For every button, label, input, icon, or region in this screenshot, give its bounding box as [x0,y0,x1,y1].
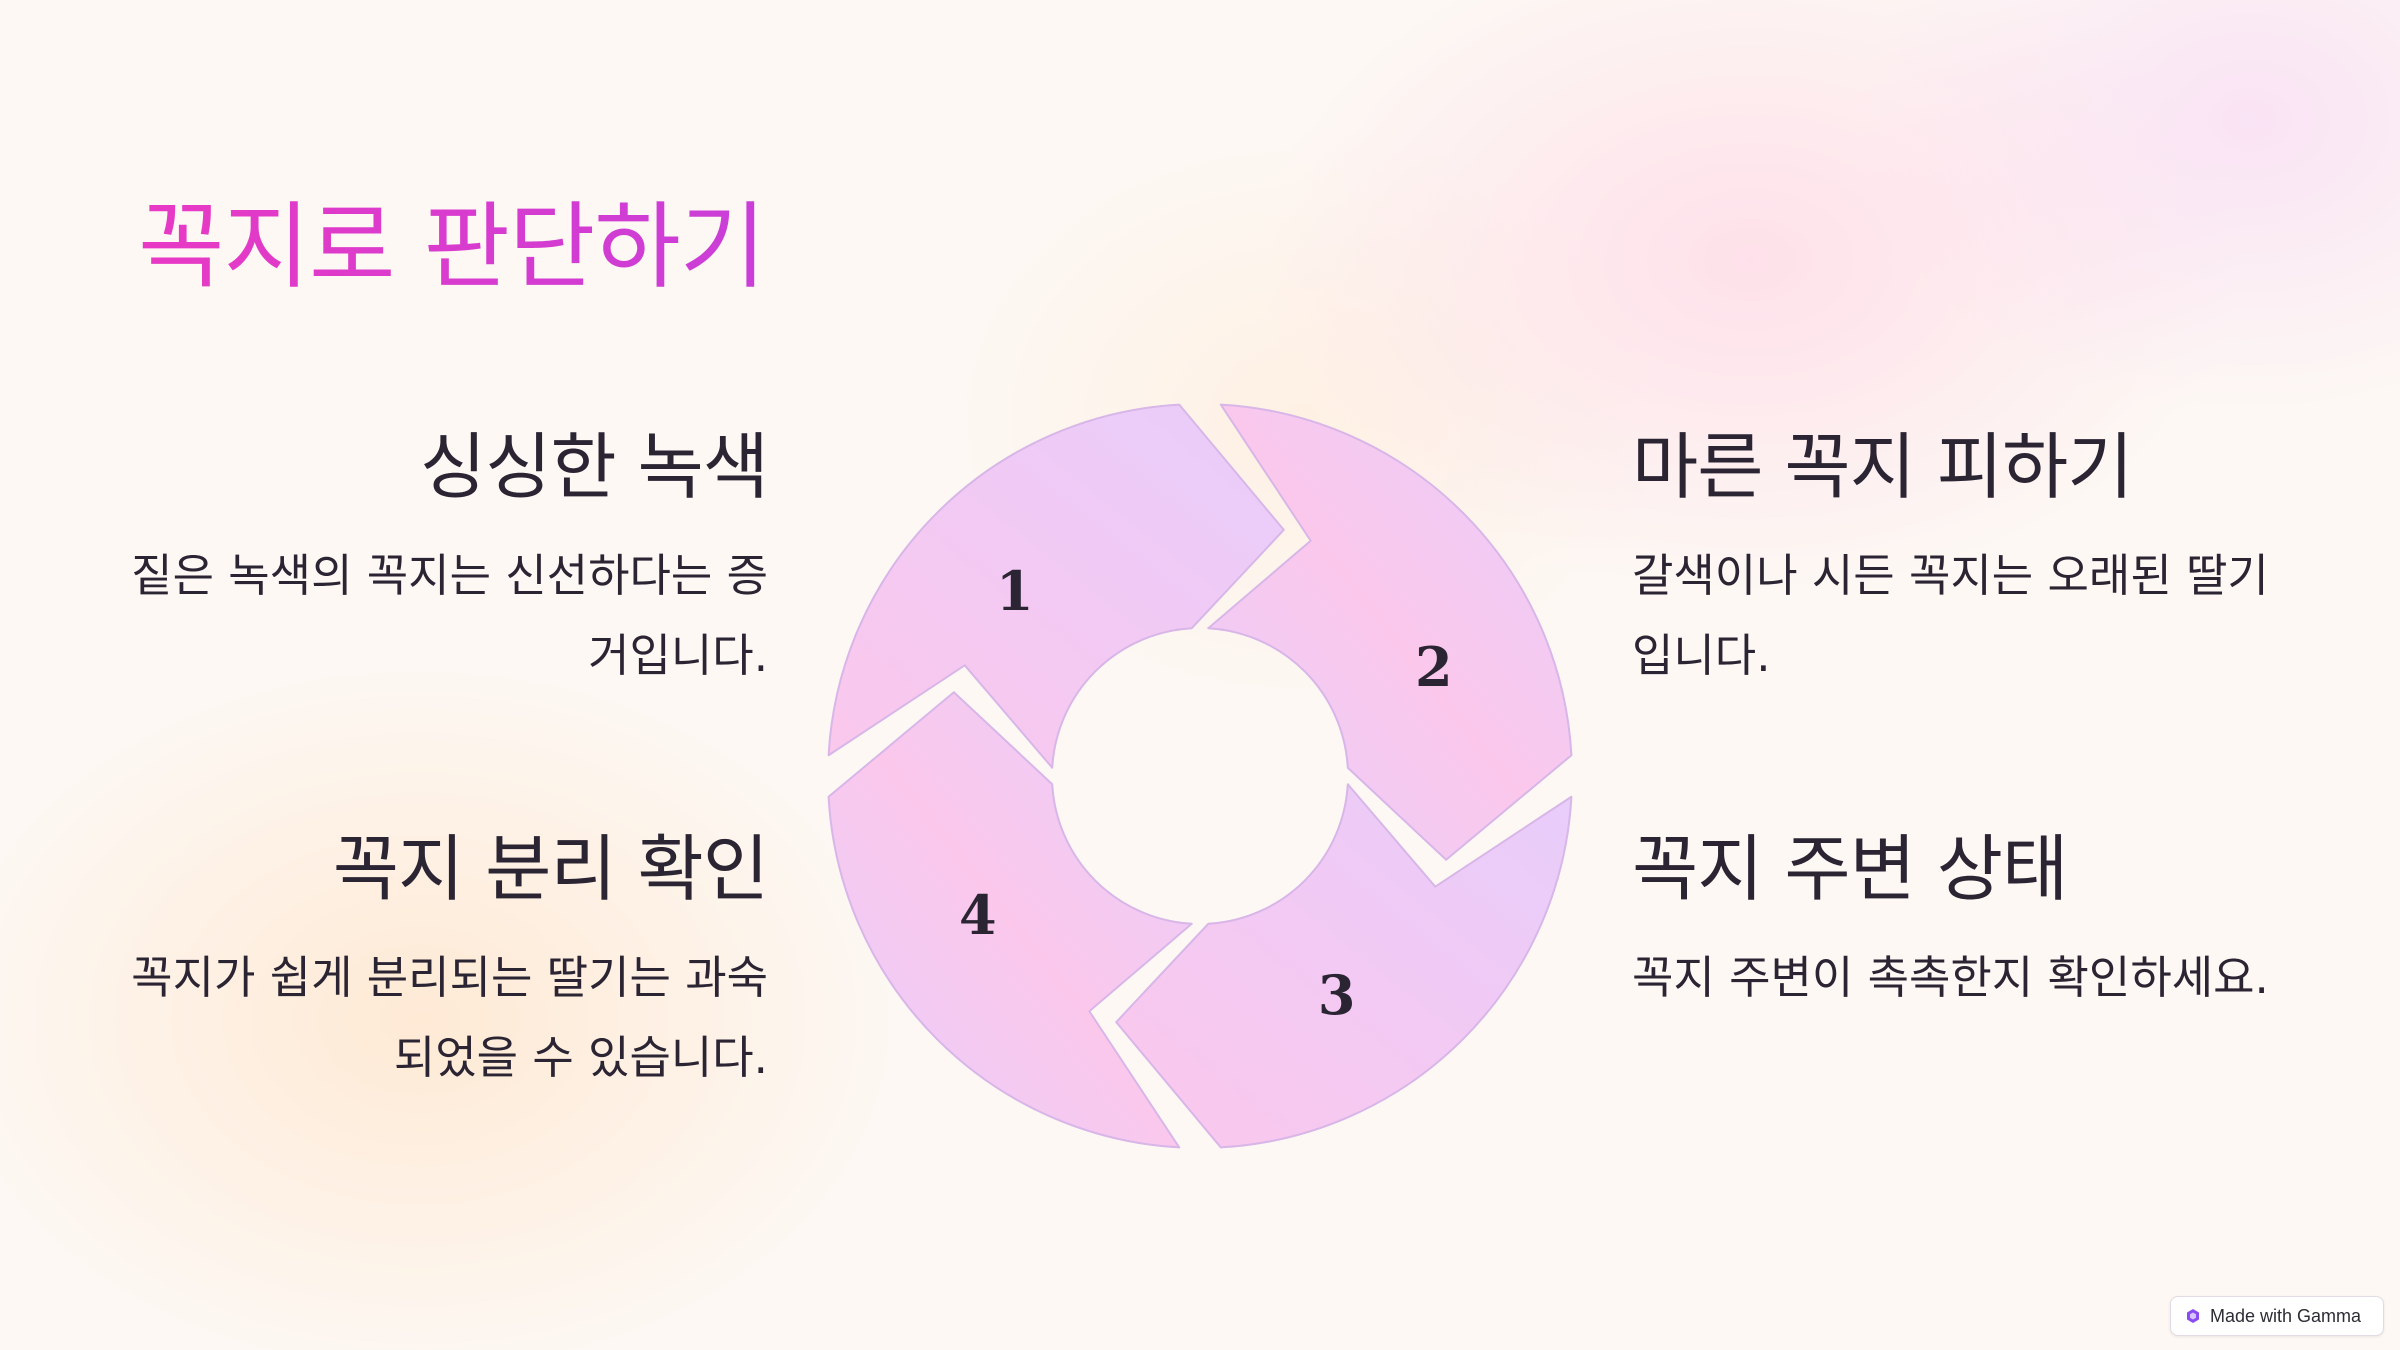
item-stem-surroundings: 꼭지 주변 상태 꼭지 주변이 촉촉한지 확인하세요. [1632,826,2272,1018]
page-title: 꼭지로 판단하기 [138,193,766,302]
cycle-diagram: 1 2 3 4 [827,403,1573,1149]
item-heading: 마른 꼭지 피하기 [1632,425,2133,509]
item-body: 갈색이나 시든 꼭지는 오래된 딸기입니다. [1632,549,2269,683]
item-body: 꼭지 주변이 촉촉한지 확인하세요. [1632,951,2269,1005]
item-avoid-dry-stem: 마른 꼭지 피하기 갈색이나 시든 꼭지는 오래된 딸기입니다. [1632,424,2272,696]
item-heading: 꼭지 분리 확인 [332,827,769,911]
cycle-segment-2 [1115,783,1573,1149]
cycle-number-1: 1 [996,559,1034,623]
cycle-number-2: 2 [1415,635,1453,699]
item-heading: 꼭지 주변 상태 [1632,827,2068,911]
item-fresh-green: 싱싱한 녹색 짙은 녹색의 꼭지는 신선하다는 증거입니다. [128,424,769,696]
cycle-segment-4 [827,403,1285,769]
made-with-gamma-badge[interactable]: Made with Gamma [2170,1296,2384,1336]
item-stem-separation: 꼭지 분리 확인 꼭지가 쉽게 분리되는 딸기는 과숙되었을 수 있습니다. [128,826,769,1098]
item-body: 꼭지가 쉽게 분리되는 딸기는 과숙되었을 수 있습니다. [131,951,768,1085]
item-heading: 싱싱한 녹색 [419,425,769,509]
cycle-segment-3 [827,691,1193,1149]
item-body: 짙은 녹색의 꼭지는 신선하다는 증거입니다. [131,549,768,683]
cycle-number-4: 4 [959,883,997,947]
cycle-number-3: 3 [1318,963,1356,1027]
gamma-logo-icon [2187,1309,2199,1323]
badge-label: Made with Gamma [2210,1305,2362,1326]
cycle-segment-1 [1207,403,1573,861]
